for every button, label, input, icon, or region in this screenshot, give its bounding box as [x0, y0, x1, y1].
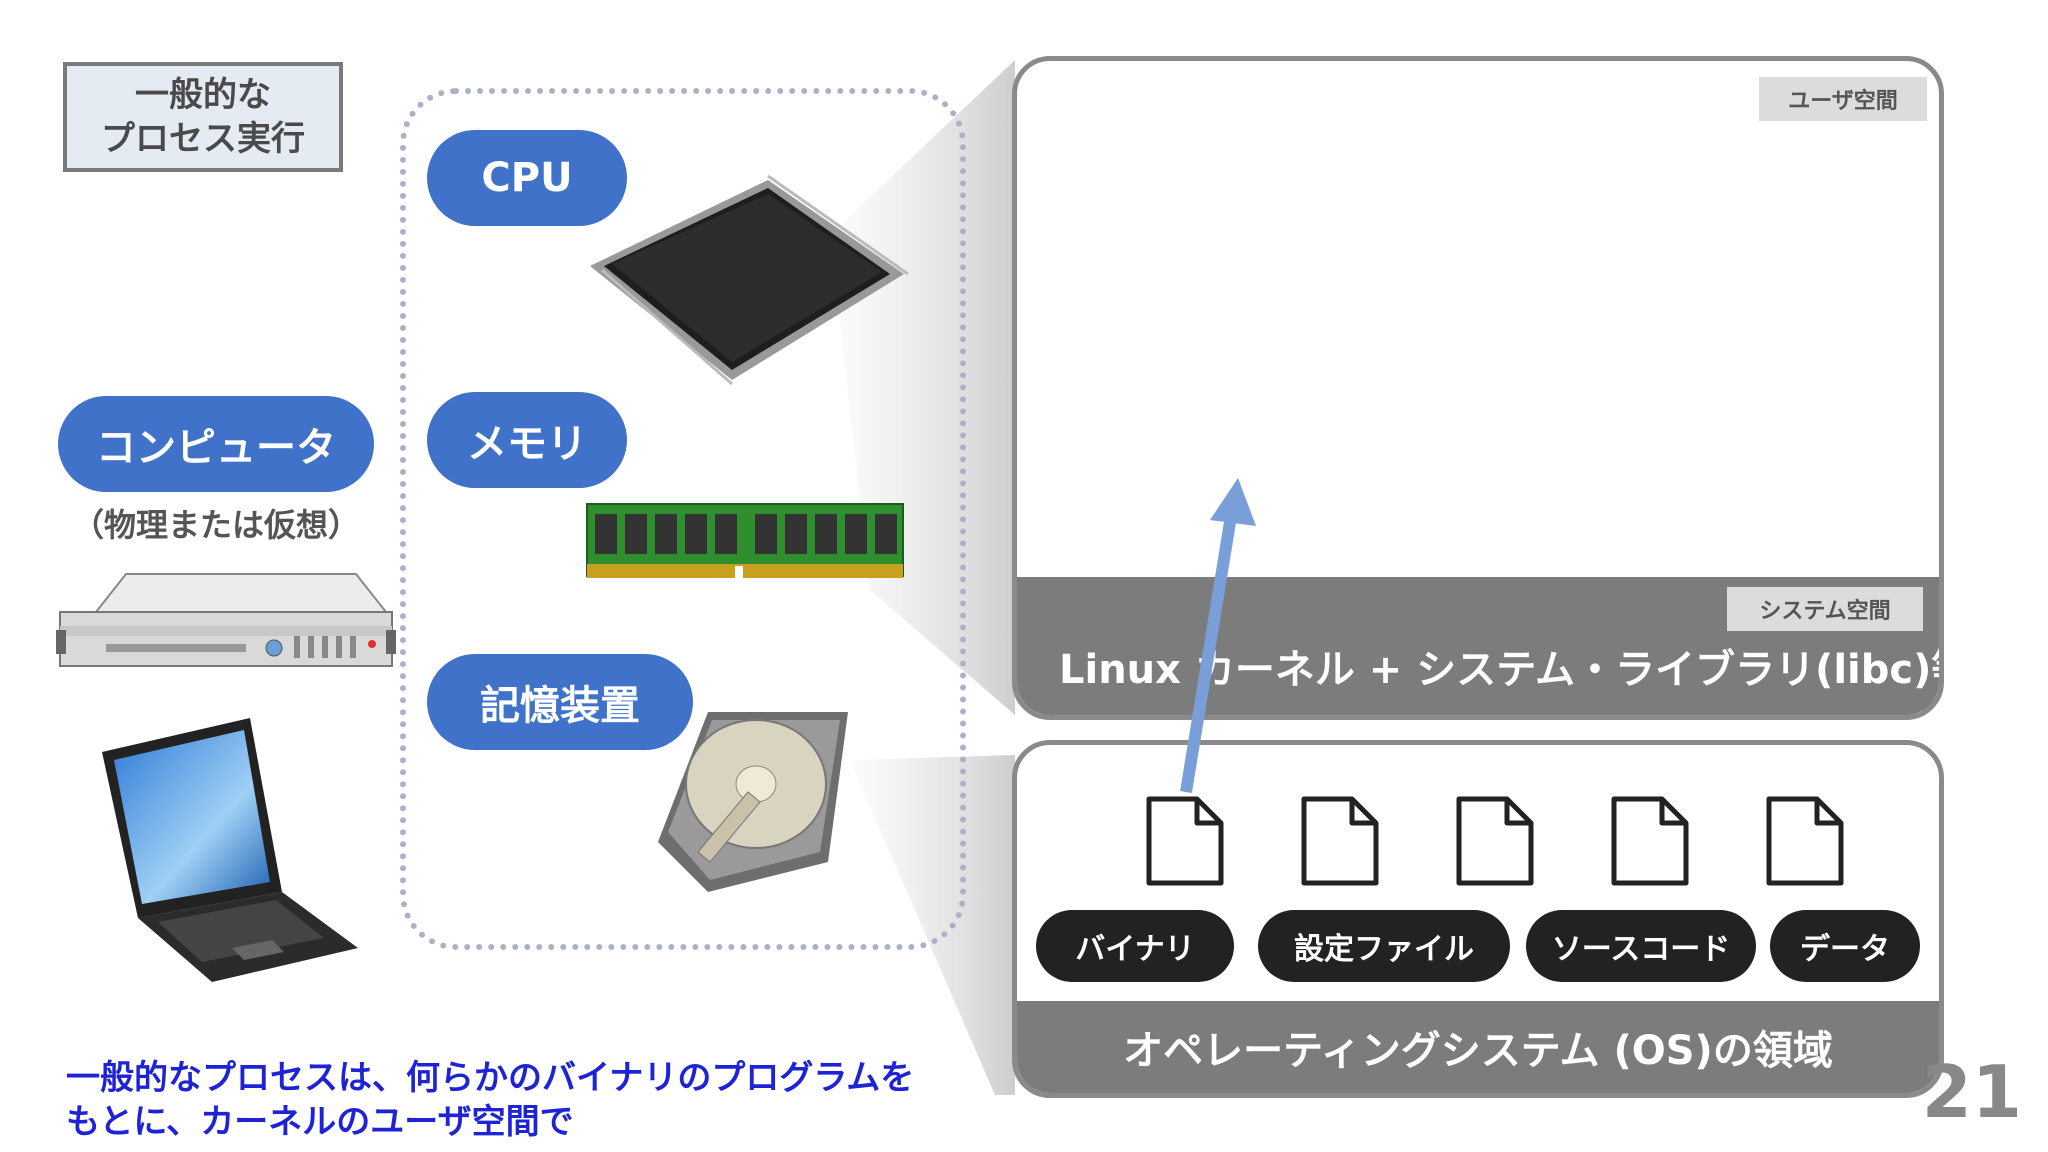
file-icon: [1456, 796, 1534, 886]
file-icon: [1611, 796, 1689, 886]
file-label-source: ソースコード: [1526, 910, 1756, 982]
file-label-binary: バイナリ: [1036, 910, 1234, 982]
file-icon: [1766, 796, 1844, 886]
hardware-group: [400, 88, 966, 950]
file-label-config: 設定ファイル: [1258, 910, 1510, 982]
title-line-2: プロセス実行: [101, 119, 305, 159]
memory-module-icon: [586, 503, 904, 580]
user-space-tag: ユーザ空間: [1759, 77, 1927, 121]
computer-sub-label: （物理または仮想）: [71, 506, 360, 544]
caption-line-2: もとに、カーネルのユーザ空間で: [66, 1102, 574, 1142]
hard-disk-icon: [658, 712, 848, 892]
file-icon: [1146, 796, 1224, 886]
slide-title-box: 一般的な プロセス実行: [63, 62, 343, 172]
caption-line-1: 一般的なプロセスは、何らかのバイナリのプログラムを: [66, 1058, 915, 1098]
file-label-data: データ: [1770, 910, 1920, 982]
cpu-chip-icon: [590, 174, 909, 386]
memory-label: メモリ: [427, 392, 627, 488]
computer-label: コンピュータ: [58, 396, 374, 492]
storage-label: 記憶装置: [427, 654, 693, 750]
file-icon: [1301, 796, 1379, 886]
title-line-1: 一般的な: [135, 75, 271, 115]
cpu-label: CPU: [427, 130, 627, 226]
laptop-icon: [102, 718, 358, 982]
server-icon: [56, 573, 396, 667]
os-area-label: オペレーティングシステム (OS)の領域: [1017, 1001, 1939, 1093]
page-number: 21: [1921, 1050, 2022, 1134]
caption: 一般的なプロセスは、何らかのバイナリのプログラムを もとに、カーネルのユーザ空間…: [66, 1056, 996, 1144]
system-space-tag: システム空間: [1727, 587, 1923, 631]
